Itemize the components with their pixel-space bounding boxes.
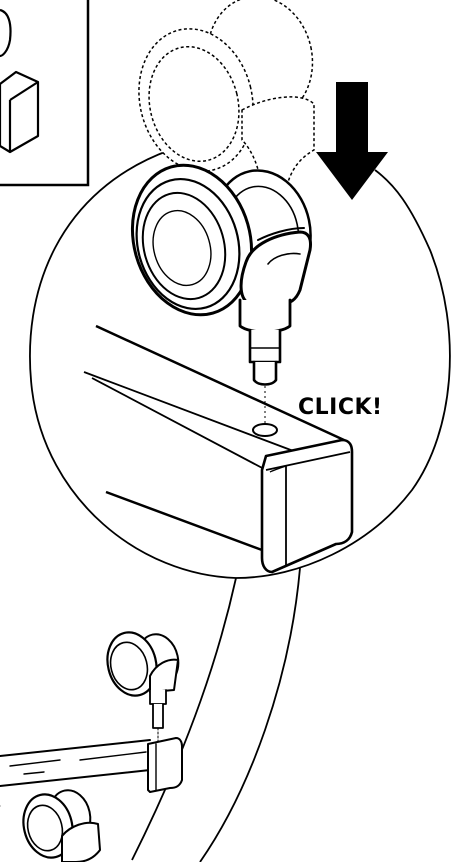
down-arrow-icon — [316, 82, 388, 200]
inset-parts — [0, 10, 38, 152]
click-callout-label: CLICK! — [298, 395, 383, 420]
frame-rail — [84, 326, 352, 572]
small-assembly — [0, 627, 183, 862]
